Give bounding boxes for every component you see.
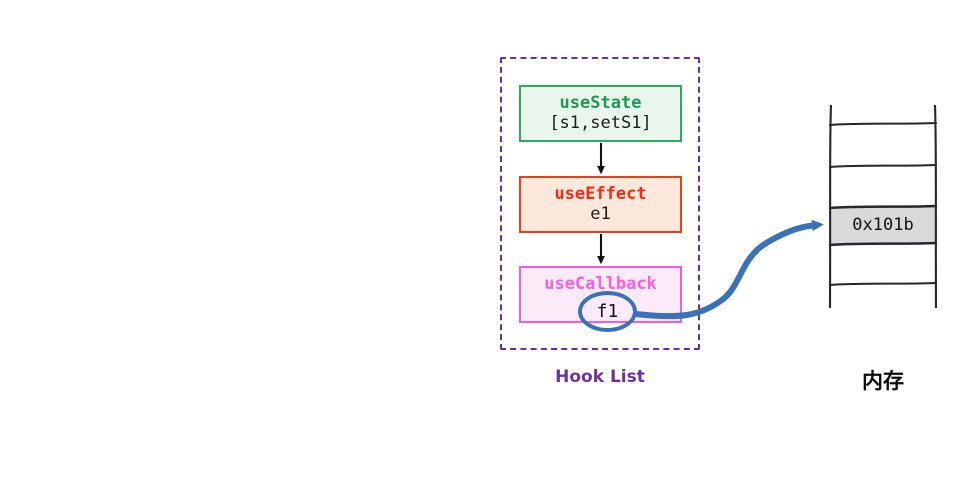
memory-divider-1 [828,121,938,127]
memory-cells-svg [828,103,938,310]
hook-value-usecallback: f1 [596,301,619,322]
memory-divider-5 [828,281,938,287]
memory-right-rail [933,103,938,310]
memory-divider-2 [828,163,938,169]
memory-column: 0x101b [828,103,938,310]
memory-cell-address: 0x101b [852,215,914,235]
caption-memory: 内存 [862,369,904,393]
hook-box-useeffect[interactable]: useEffect e1 [519,176,682,233]
memory-divider-4 [828,241,938,247]
caption-hook-list: Hook List [555,367,645,387]
hook-value-usestate: [s1,setS1] [549,113,652,133]
hook-list-container [500,57,700,350]
memory-cell-highlight-fill [829,206,937,245]
hook-name-usestate: useState [559,93,642,113]
hook-value-useeffect: e1 [590,204,611,224]
hook-box-usestate[interactable]: useState [s1,setS1] [519,85,682,142]
memory-left-rail [828,103,833,310]
memory-divider-3 [828,204,938,210]
hook-name-usecallback: useCallback [544,274,657,294]
hook-name-useeffect: useEffect [554,184,647,204]
